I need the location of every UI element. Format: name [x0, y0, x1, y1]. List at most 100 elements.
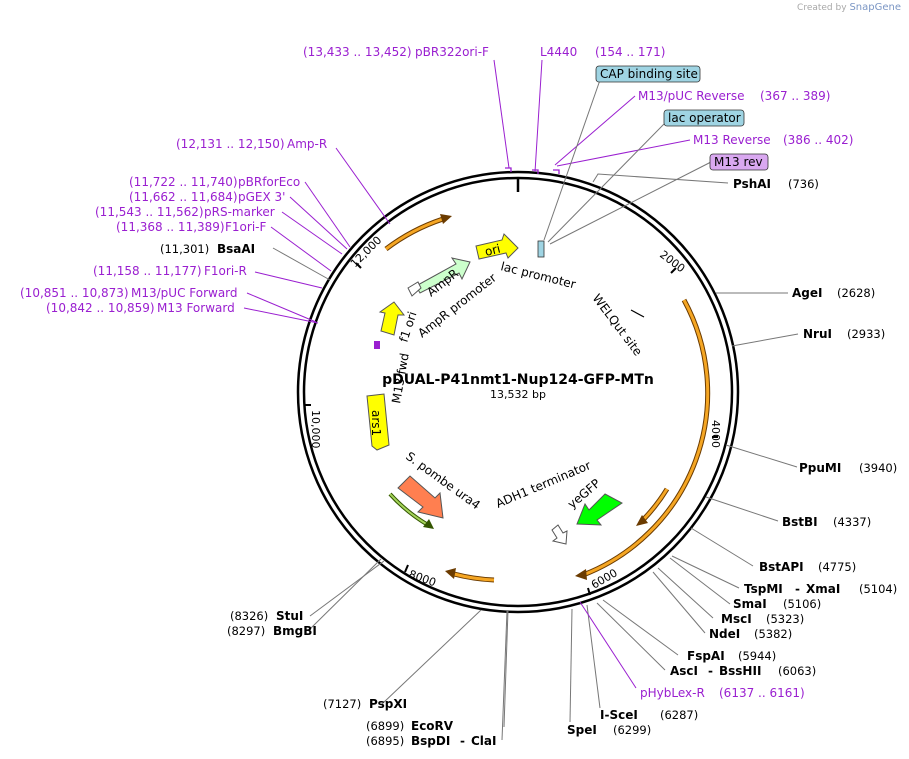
enzyme-bspdi-pos: (6895): [366, 734, 404, 748]
tick-label-8000: 8000: [407, 568, 438, 590]
enzyme-tspmi-pos: (5104): [859, 582, 897, 596]
primer-pbrforeco-pos: (11,722 .. 11,740): [129, 175, 238, 189]
enzyme-labels: PshAI (736) AgeI (2628) NruI (2933) PpuM…: [567, 177, 897, 737]
credit-prefix: Created by: [797, 3, 847, 13]
enzyme-pspxi: PspXI: [369, 697, 407, 711]
box-leader-lines: [543, 79, 712, 245]
enzyme-spei: SpeI: [567, 723, 597, 737]
feature-ori-label: ori: [483, 242, 502, 259]
enzyme-bsshii: BssHII: [719, 664, 761, 678]
boxed-feature-labels: CAP binding site lac operator M13 rev: [595, 65, 769, 171]
cap-binding-site-label: CAP binding site: [600, 67, 698, 81]
enzyme-nrui: NruI: [803, 327, 832, 341]
tick-label-10000: 10,000: [309, 410, 322, 449]
primer-m13-reverse-pos: (386 .. 402): [783, 133, 853, 147]
enzyme-i-scei-pos: (6287): [660, 708, 698, 722]
orf-arc-small-head: [636, 515, 648, 526]
enzyme-xmai: XmaI: [806, 582, 840, 596]
primer-m13-reverse: M13 Reverse: [693, 133, 771, 147]
enzyme-ndei-pos: (5382): [754, 627, 792, 641]
orf-arc-gfp: [582, 299, 710, 577]
primer-m13-forward: M13 Forward: [157, 301, 235, 315]
enzyme-smai-pos: (5106): [783, 597, 821, 611]
enzyme-tspmi-sep: -: [795, 582, 800, 596]
enzyme-agei-pos: (2628): [837, 286, 875, 300]
enzyme-bmgbi-pos: (8297): [227, 624, 265, 638]
feature-adh1-terminator-arrow: [551, 524, 568, 545]
tick-mark-8000: [404, 564, 409, 573]
primer-phyblex-r-pos: (6137 .. 6161): [719, 686, 805, 700]
plasmid-size: 13,532 bp: [490, 388, 546, 401]
enzyme-bstbi: BstBI: [782, 515, 818, 529]
enzyme-pshai: PshAI: [733, 177, 771, 191]
tick-label-12000: 12,000: [348, 234, 384, 270]
enzyme-spei-pos: (6299): [613, 723, 651, 737]
enzyme-bspdi: BspDI: [411, 734, 450, 748]
enzyme-bstapi: BstAPI: [759, 560, 804, 574]
enzyme-asci-sep: -: [708, 664, 713, 678]
enzyme-pspxi-pos: (7127): [323, 697, 361, 711]
feature-ampr-arrow: [415, 257, 471, 294]
orf-arc-ura4-head: [423, 519, 434, 529]
feature-lac-marker: [537, 240, 545, 258]
enzyme-leader-lines: [272, 173, 799, 741]
snapgene-credit: Created by SnapGene: [797, 2, 901, 13]
primer-l4440: L4440: [540, 45, 577, 59]
enzyme-bmgbi: BmgBI: [273, 624, 317, 638]
orf-arc-ura-head: [445, 568, 456, 579]
enzyme-i-scei: I-SceI: [600, 708, 638, 722]
enzyme-pshai-pos: (736): [788, 177, 819, 191]
enzyme-ecorv-pos: (6899): [366, 719, 404, 733]
primer-f1ori-r-pos: (11,158 .. 11,177): [93, 264, 202, 278]
feature-ura4-arrow: [397, 475, 444, 519]
primer-pbr322ori-f: pBR322ori-F: [415, 45, 489, 59]
orf-arc-gfp-outline: [582, 298, 711, 578]
primer-f1ori-f-pos: (11,368 .. 11,389): [116, 220, 225, 234]
enzyme-ecorv: EcoRV: [411, 719, 454, 733]
enzyme-ppumi-pos: (3940): [859, 461, 897, 475]
lac-operator-box: [663, 109, 745, 127]
plasmid-name: pDUAL-P41nmt1-Nup124-GFP-MTn: [382, 372, 654, 388]
primer-pgex3: pGEX 3': [238, 190, 285, 204]
tick-mark-6000: [587, 587, 591, 596]
enzyme-msci-pos: (5323): [766, 612, 804, 626]
feature-ori-arrow: [475, 233, 519, 260]
enzyme-bsaai: BsaAI: [217, 242, 255, 256]
enzyme-asci-pos: (6063): [778, 664, 816, 678]
feature-lac-promoter-label: lac promoter: [499, 259, 577, 291]
enzyme-bstbi-pos: (4337): [833, 515, 871, 529]
snapgene-logo: SnapGene: [849, 2, 901, 13]
enzyme-ndei: NdeI: [709, 627, 740, 641]
primer-pbrforeco: pBRforEco: [238, 175, 300, 189]
primer-prs-marker-pos: (11,543 .. 11,562): [95, 205, 204, 219]
primer-leader-lines: [243, 59, 691, 689]
enzyme-labels-left: (6899) EcoRV (6895) BspDI - ClaI (7127) …: [160, 242, 496, 748]
backbone-outer-ring: [296, 170, 740, 614]
primer-m13-forward-pos: (10,842 .. 10,859): [46, 301, 155, 315]
enzyme-bstapi-pos: (4775): [818, 560, 856, 574]
enzyme-agei: AgeI: [792, 286, 822, 300]
feature-ars1-label: ars1: [369, 410, 383, 436]
primer-amp-r-pos: (12,131 .. 12,150): [176, 137, 285, 151]
enzyme-tspmi: TspMI: [744, 582, 783, 596]
feature-yegfp-arrow: [576, 493, 623, 526]
primer-phyblex-r: pHybLex-R: [640, 686, 705, 700]
primer-amp-r: Amp-R: [287, 137, 327, 151]
enzyme-nrui-pos: (2933): [847, 327, 885, 341]
tick-mark-2000: [670, 267, 677, 274]
feature-f1-ori-arrow: [378, 301, 406, 336]
primer-l4440-pos: (154 .. 171): [595, 45, 665, 59]
enzyme-fspai-pos: (5944): [738, 649, 776, 663]
primer-marks: [505, 167, 560, 174]
primer-labels: (13,433 .. 13,452) pBR322ori-F L4440 (15…: [20, 45, 853, 700]
tick-label-4000: 4000: [709, 420, 722, 448]
cap-binding-site-box: [595, 65, 701, 83]
primer-pgex3-pos: (11,662 .. 11,684): [129, 190, 238, 204]
m13-rev-box: [709, 153, 769, 171]
enzyme-smai: SmaI: [733, 597, 767, 611]
primer-prs-marker: pRS-marker: [204, 205, 275, 219]
orf-arc-amp: [385, 217, 444, 251]
primer-f1ori-r: F1ori-R: [204, 264, 247, 278]
feature-ampr-promoter-arrow: [407, 281, 422, 297]
